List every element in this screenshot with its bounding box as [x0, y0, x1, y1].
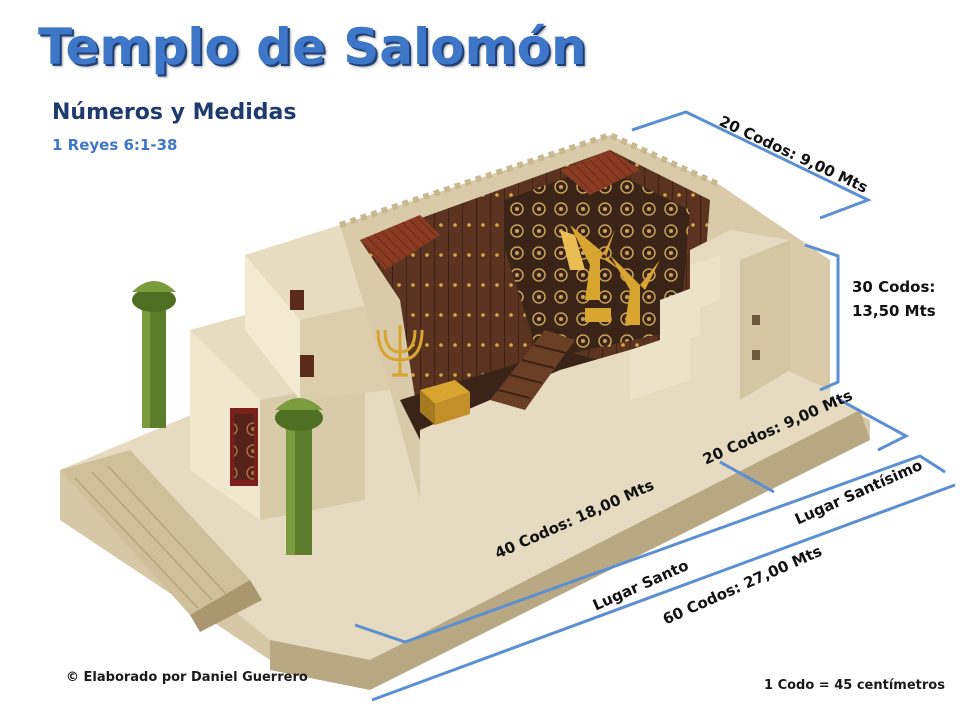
- cherubim-icon: [560, 225, 660, 325]
- altar: [420, 380, 470, 425]
- pillar-right: [275, 398, 323, 555]
- dimension-label-height-line1: 30 Codos:: [852, 278, 936, 296]
- side-chambers: [630, 230, 790, 400]
- dimension-line-inner-width: [839, 398, 910, 452]
- dimension-line-top-width: [631, 110, 872, 220]
- author-credit: © Elaborado por Daniel Guerrero: [66, 670, 308, 685]
- pillar-left: [132, 281, 176, 428]
- scripture-reference: 1 Reyes 6:1-38: [52, 136, 178, 154]
- dimension-line-total: [371, 483, 956, 702]
- dimension-lines: [354, 110, 956, 702]
- page-subtitle: Números y Medidas: [52, 100, 297, 125]
- unit-conversion-note: 1 Codo = 45 centímetros: [764, 678, 945, 693]
- front-stairs: [60, 450, 262, 632]
- dimension-line-section-divider: [719, 460, 775, 494]
- page-title: Templo de Salomón: [38, 18, 587, 76]
- inner-staircase: [490, 330, 575, 410]
- dimension-label-height-line2: 13,50 Mts: [852, 302, 936, 320]
- ark-icon: [585, 308, 611, 322]
- dimension-line-long: [354, 454, 946, 644]
- dimension-line-height: [804, 243, 840, 392]
- menorah-icon: [376, 325, 424, 377]
